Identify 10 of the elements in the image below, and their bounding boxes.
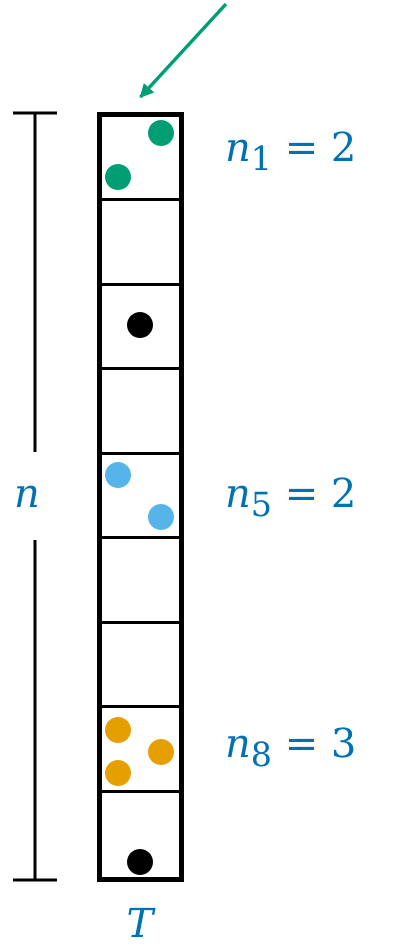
count-label: n$_{5}$ = 2: [225, 474, 356, 522]
count-label: n$_{8}$ = 3: [225, 724, 356, 772]
table-cell: [102, 792, 179, 877]
table-name: T: [126, 904, 154, 944]
table-outline: [97, 112, 184, 882]
table-cell: [102, 117, 179, 202]
table-cell: [102, 624, 179, 708]
arrow: [139, 2, 228, 98]
dimension-label: n: [14, 474, 40, 514]
count-label: n$_{1}$ = 2: [225, 128, 356, 176]
